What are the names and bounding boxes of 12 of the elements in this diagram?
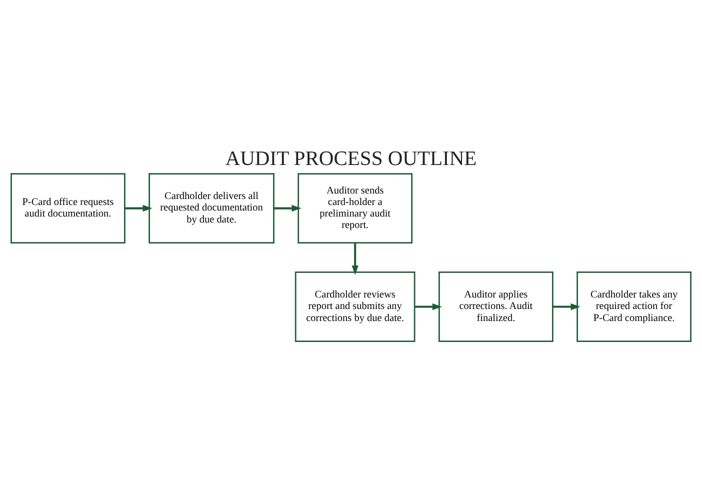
arrow bbox=[552, 303, 580, 310]
node-box: Cardholder delivers all requested documentation by due date. bbox=[148, 173, 274, 244]
arrow bbox=[274, 204, 302, 212]
node-box: Auditor applies corrections. Audit finalized. bbox=[438, 272, 554, 342]
node-box: P-Card office requests audit documentation. bbox=[10, 173, 126, 244]
node-box: Cardholder reviews report and submits any corrections by due date. bbox=[294, 272, 416, 342]
arrow bbox=[414, 303, 442, 310]
arrow bbox=[124, 204, 152, 212]
arrow bbox=[352, 242, 358, 276]
diagram-title: AUDIT PROCESS OUTLINE bbox=[225, 148, 477, 170]
node-box: Auditor sends card-holder a preliminary audit report. bbox=[298, 173, 413, 244]
node-box: Cardholder takes any required action for P-Card compliance. bbox=[576, 272, 692, 342]
